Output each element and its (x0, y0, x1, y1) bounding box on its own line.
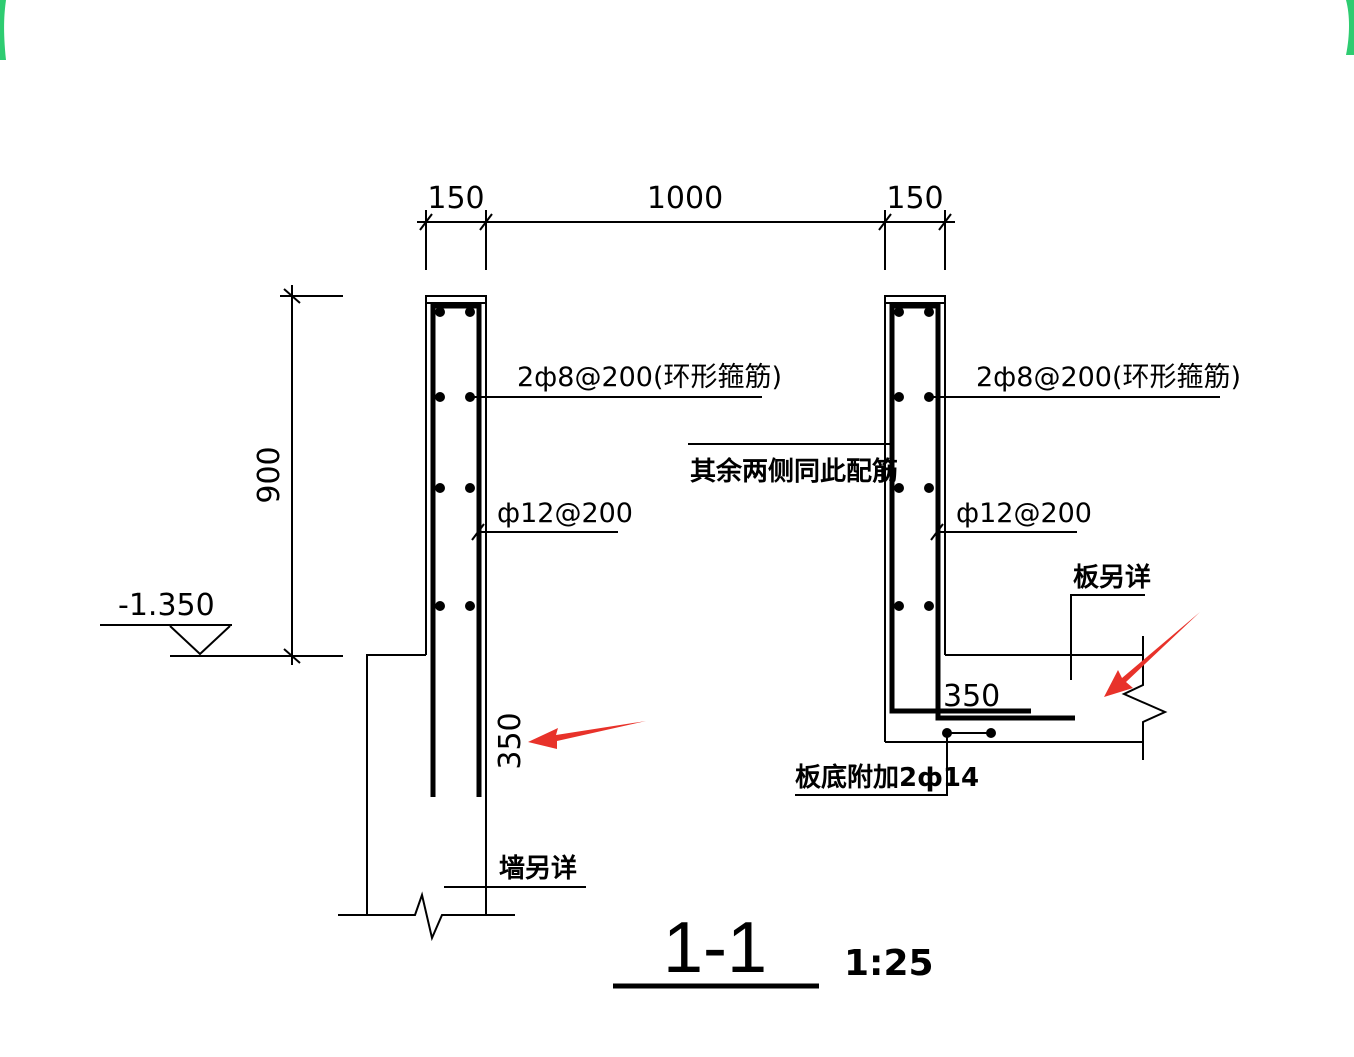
right-embed-dimension: 350 (943, 679, 1000, 714)
dim-opening-width: 1000 (647, 181, 723, 216)
right-stirrup-label: 2ф8@200(环形箍筋) (976, 362, 1241, 393)
left-rebar-cage (430, 303, 482, 797)
elevation-label: -1.350 (118, 588, 215, 623)
left-rebar-dots (435, 307, 475, 611)
right-wall-outline (884, 295, 1168, 760)
dim-wall-height: 900 (252, 446, 287, 503)
right-rebar-cage (889, 303, 1075, 721)
slab-bottom-bar-label: 板底附加2ф14 (795, 762, 979, 793)
left-wall-outline (338, 295, 515, 942)
left-leaders (444, 396, 762, 888)
left-stirrup-label: 2ф8@200(环形箍筋) (517, 362, 782, 393)
wall-note: 墙另详 (499, 853, 577, 884)
right-vertical-bar-label: ф12@200 (956, 498, 1092, 529)
left-vertical-bar-label: ф12@200 (497, 498, 633, 529)
dim-left-wall-width: 150 (427, 181, 484, 216)
elevation-marker (100, 624, 342, 657)
height-dimension-line (280, 285, 343, 665)
other-sides-note: 其余两侧同此配筋 (690, 456, 898, 487)
left-red-arrow (528, 721, 646, 749)
section-title: 1-1 (663, 908, 767, 988)
left-embed-dimension: 350 (493, 712, 528, 769)
right-red-arrow (1104, 612, 1200, 697)
right-leaders (688, 396, 1220, 796)
scale-label: 1:25 (844, 943, 934, 984)
corner-accent-left (0, 0, 6, 60)
top-dimension-line (417, 210, 955, 270)
corner-accent-right (1346, 0, 1354, 55)
dim-right-wall-width: 150 (886, 181, 943, 216)
slab-note: 板另详 (1073, 562, 1151, 593)
